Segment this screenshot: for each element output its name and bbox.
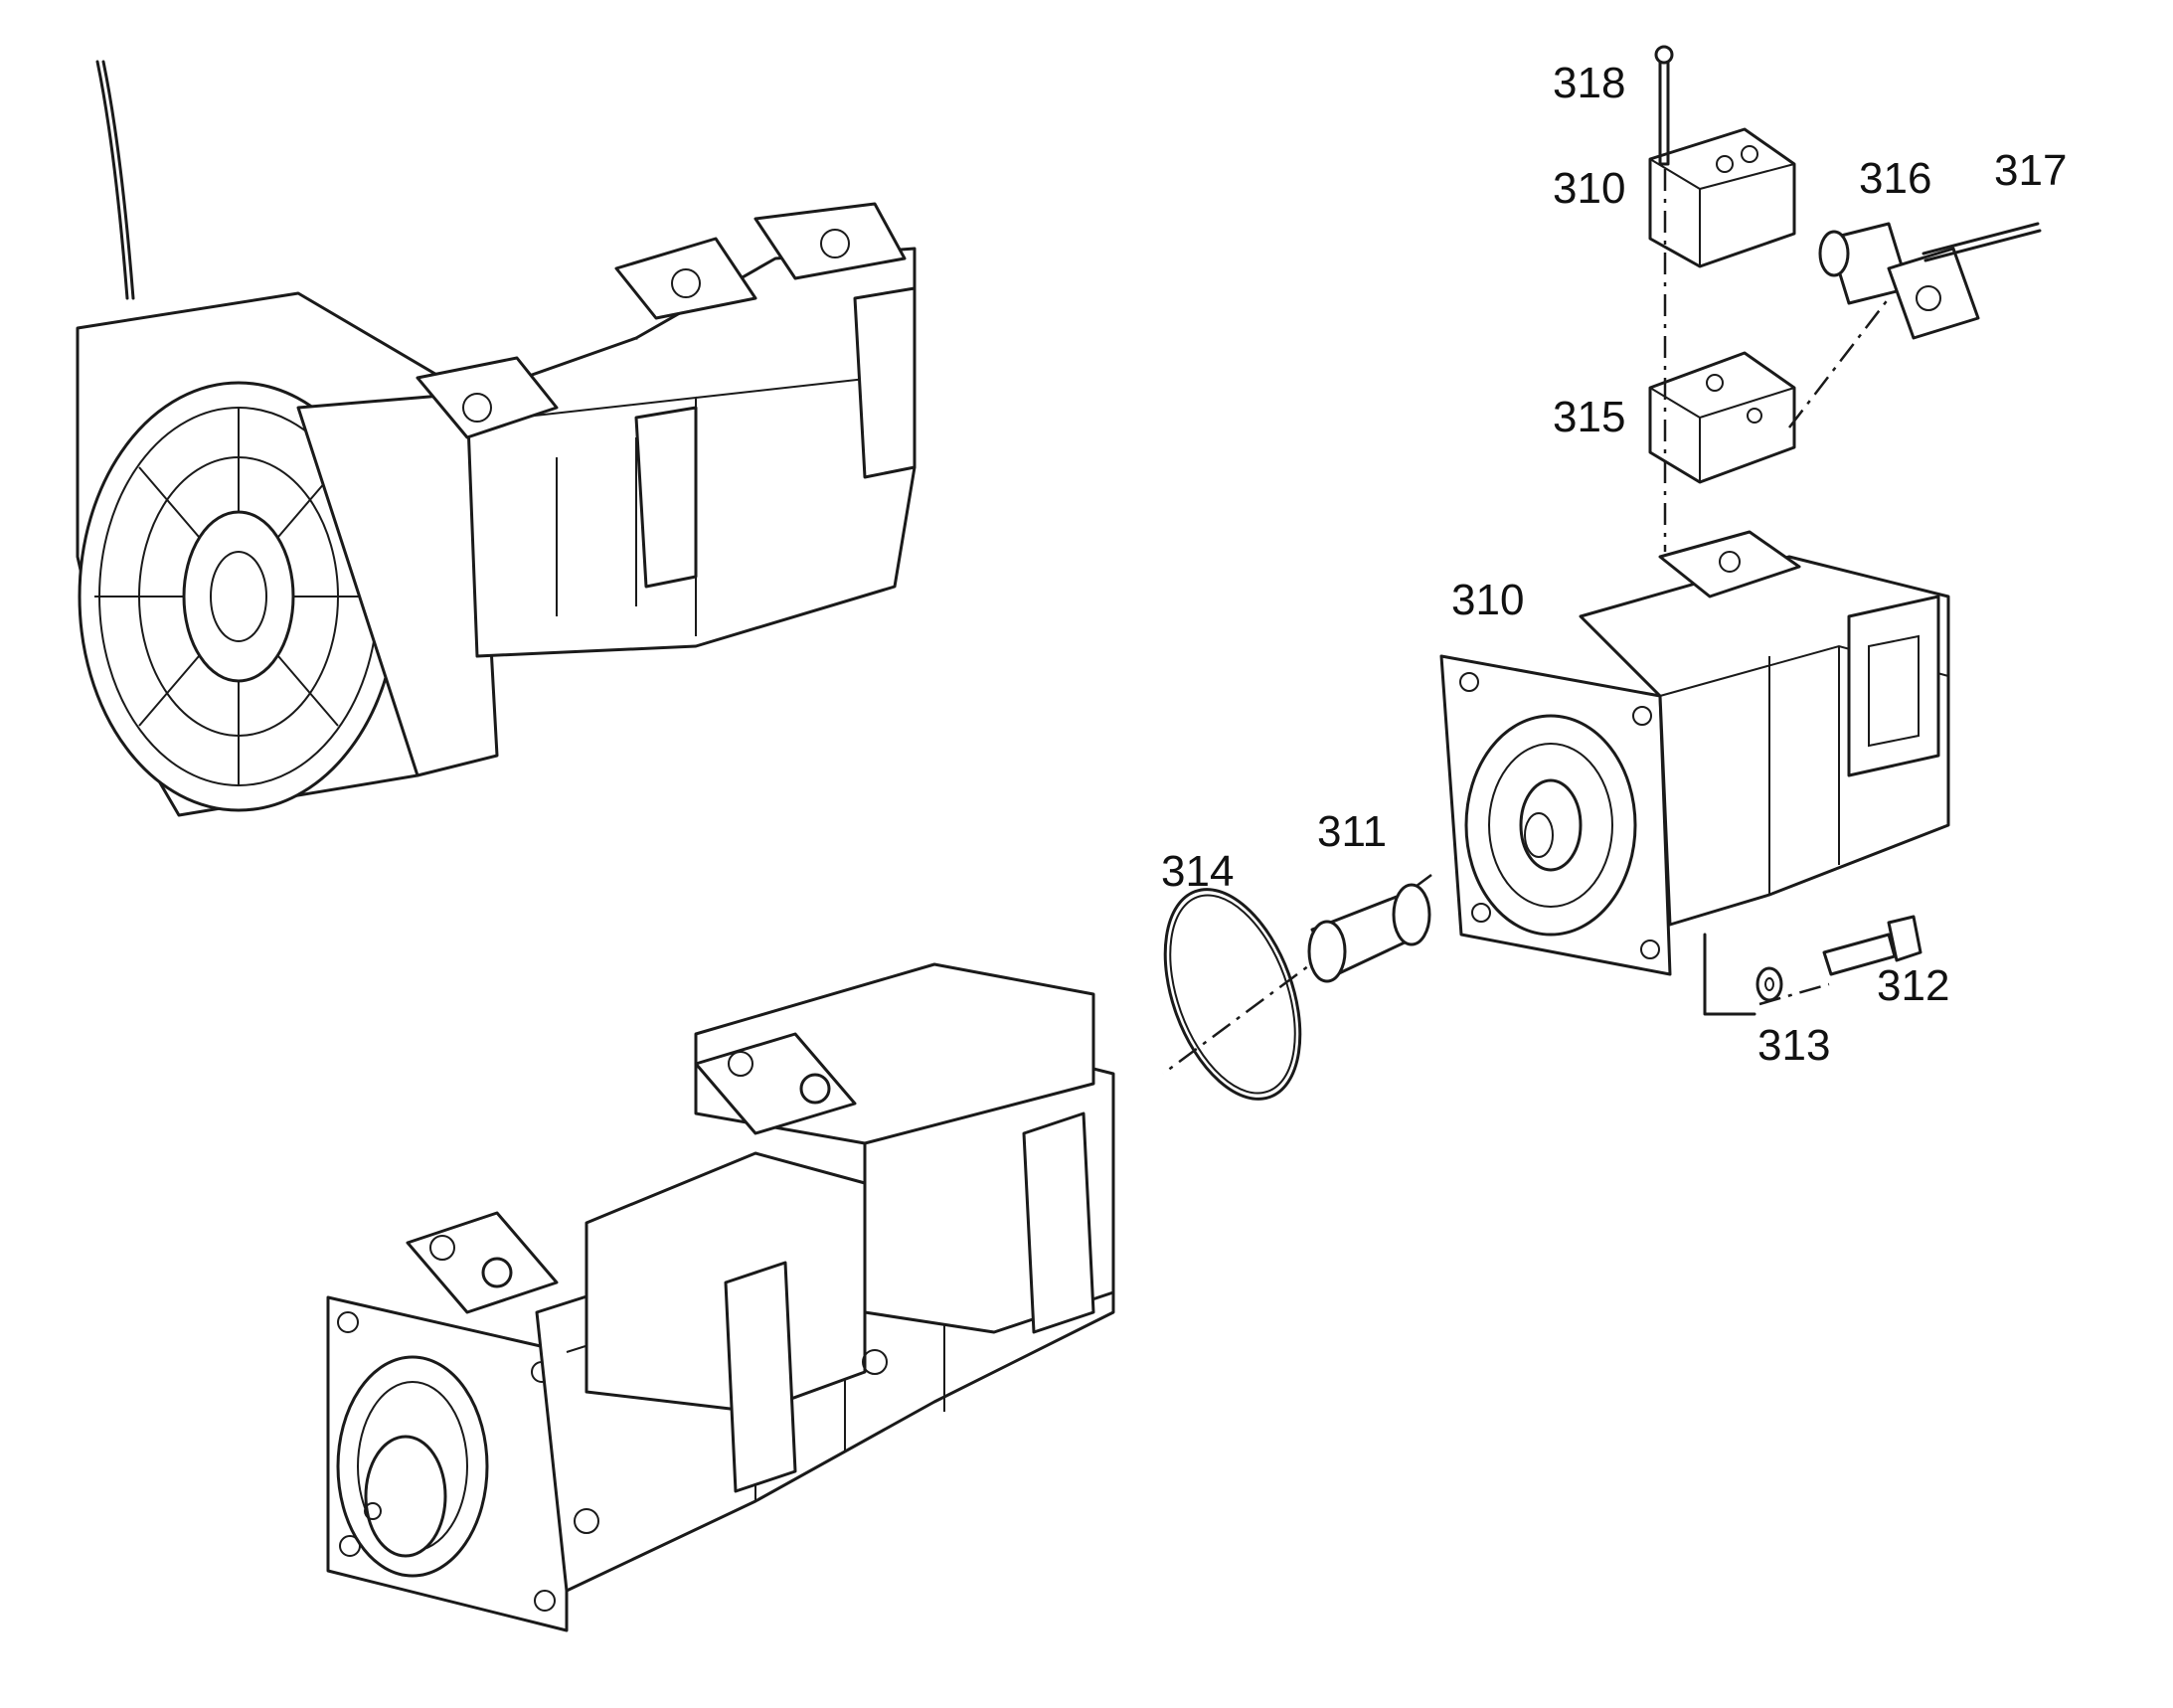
callout-316: 316 [1859, 154, 1932, 203]
callout-314: 314 [1161, 847, 1235, 896]
callout-310-pump: 310 [1451, 576, 1525, 624]
callout-318: 318 [1553, 59, 1626, 107]
washer-313 [1755, 966, 1783, 1002]
callout-317: 317 [1994, 146, 2068, 195]
callout-311: 311 [1317, 807, 1388, 856]
pump-310-main [1439, 530, 1950, 1016]
o-ring-314 [1163, 888, 1302, 1101]
alignment-line-solenoid [1788, 297, 1890, 428]
tandem-pump-assembly-bottom [326, 962, 1115, 1632]
transmission-pump-assembly-top [76, 60, 917, 817]
coupling-311 [1307, 883, 1431, 983]
callout-310-control: 310 [1553, 164, 1626, 213]
callout-315: 315 [1553, 393, 1626, 441]
intermediate-plate-315 [1648, 351, 1796, 484]
bolt-312 [1822, 915, 1922, 976]
callout-313: 313 [1757, 1021, 1831, 1070]
solenoid-316 [1818, 222, 2042, 340]
callout-312: 312 [1877, 961, 1950, 1010]
control-valve-310-top [1648, 45, 1796, 268]
